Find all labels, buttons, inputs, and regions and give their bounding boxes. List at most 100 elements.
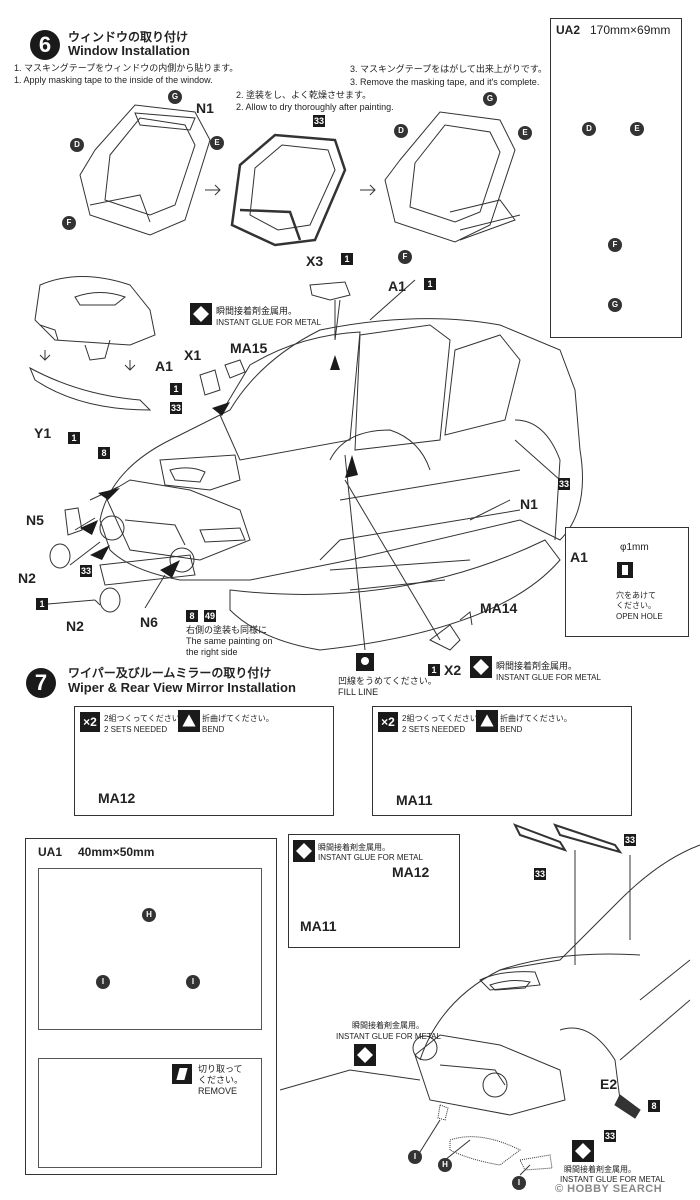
label-N5: N5 <box>26 512 44 528</box>
step-6-instr-3-jp: 3. マスキングテープをはがして出来上がりです。 <box>350 64 548 74</box>
ma11-bend-jp: 折曲げてください。 <box>500 714 572 723</box>
color-33-wiper-2: 33 <box>534 868 546 880</box>
ua1-remove-inset <box>38 1058 262 1168</box>
callout-F-3: F <box>398 250 412 264</box>
label-X2: X2 <box>444 662 462 678</box>
step-7-title-jp: ワイパー及びルームミラーの取り付け <box>68 666 272 680</box>
callout-I-car-2: I <box>512 1176 526 1190</box>
ma11-times-two: ×2 <box>378 712 398 732</box>
ua2-size: 170mm×69mm <box>590 23 671 37</box>
color-8-grille: 8 <box>98 447 110 459</box>
label-X3: X3 <box>306 253 324 269</box>
label-X1: X1 <box>184 347 202 363</box>
color-1-y1: 1 <box>68 432 80 444</box>
same-paint-en-2: the right side <box>186 647 238 657</box>
color-33-wiper-1: 33 <box>624 834 636 846</box>
glue-label-en-4: INSTANT GLUE FOR METAL <box>336 1032 441 1041</box>
ma12-sets-jp: 2組つくってください。 <box>104 714 188 723</box>
glue-diamond-icon-4 <box>354 1044 376 1066</box>
fill-line-jp: 凹線をうめてください。 <box>338 676 437 686</box>
remove-jp-2: ください。 <box>198 1075 244 1085</box>
glue-label-en-1: INSTANT GLUE FOR METAL <box>216 318 321 327</box>
step-7-title-en: Wiper & Rear View Mirror Installation <box>68 680 296 695</box>
step-6-title-jp: ウィンドウの取り付け <box>68 30 189 44</box>
ma12-bend-en: BEND <box>202 725 225 734</box>
label-A1-top: A1 <box>388 278 406 294</box>
same-paint-en-1: The same painting on <box>186 636 273 646</box>
glue-diamond-icon <box>190 303 212 325</box>
label-MA12-box: MA12 <box>98 790 136 806</box>
ua1-size: 40mm×50mm <box>78 845 155 859</box>
step-7-number: 7 <box>26 668 56 698</box>
glue-diamond-icon-5 <box>572 1140 594 1162</box>
color-1-x1: 1 <box>170 383 182 395</box>
callout-E-1: E <box>210 136 224 150</box>
ua1-callout-I-1: I <box>96 975 110 989</box>
step-6-title-en: Window Installation <box>68 43 190 58</box>
same-paint-jp: 右側の塗装も同様に <box>186 625 268 635</box>
ma12-times-two: ×2 <box>80 712 100 732</box>
hole-jp-1: 穴をあけて <box>616 591 656 600</box>
ua1-callout-I-2: I <box>186 975 200 989</box>
color-33-mirror: 33 <box>604 1130 616 1142</box>
glue-label-jp-3: 瞬間接着剤金属用。 <box>318 843 390 852</box>
label-N6: N6 <box>140 614 158 630</box>
color-8-mirror: 8 <box>648 1100 660 1112</box>
ma11-sets-en: 2 SETS NEEDED <box>402 725 466 734</box>
bend-icon-2 <box>476 710 498 732</box>
remove-icon <box>172 1064 192 1084</box>
callout-I-car-1: I <box>408 1150 422 1164</box>
label-MA14: MA14 <box>480 600 518 616</box>
ma11-sets-jp: 2組つくってください。 <box>402 714 486 723</box>
color-1-n2: 1 <box>36 598 48 610</box>
ua2-callout-E: E <box>630 122 644 136</box>
label-MA11-c: MA11 <box>300 918 337 934</box>
step-6-instr-2-en: 2. Allow to dry thoroughly after paintin… <box>236 102 394 112</box>
color-33-hood: 33 <box>170 402 182 414</box>
hole-inset-box <box>565 527 689 637</box>
step-6-instr-2-jp: 2. 塗装をし、よく乾燥させます。 <box>236 90 372 100</box>
hole-label-A1: A1 <box>570 549 588 565</box>
ua2-callout-G: G <box>608 298 622 312</box>
glue-diamond-icon-2 <box>470 656 492 678</box>
step-6-instr-3-en: 3. Remove the masking tape, and it's com… <box>350 77 540 87</box>
ma12-bend-jp: 折曲げてください。 <box>202 714 274 723</box>
label-E2: E2 <box>600 1076 618 1092</box>
label-N1-body: N1 <box>520 496 538 512</box>
label-MA15: MA15 <box>230 340 268 356</box>
color-33-light: 33 <box>80 565 92 577</box>
ua2-callout-D: D <box>582 122 596 136</box>
ua2-decal-box <box>550 18 682 338</box>
glue-label-jp-2: 瞬間接着剤金属用。 <box>496 661 578 671</box>
hole-en: OPEN HOLE <box>616 612 663 621</box>
wiper-glue-box <box>288 834 460 948</box>
label-MA12-c: MA12 <box>392 864 430 880</box>
callout-F-1: F <box>62 216 76 230</box>
color-1-x2: 1 <box>428 664 440 676</box>
step-6-number: 6 <box>30 30 60 60</box>
label-Y1: Y1 <box>34 425 52 441</box>
callout-D-3: D <box>394 124 408 138</box>
color-33-side: 33 <box>558 478 570 490</box>
hole-diameter: φ1mm <box>620 542 649 553</box>
ma11-bend-box <box>372 706 632 816</box>
ua2-title: UA2 <box>556 23 581 37</box>
glue-label-jp-5: 瞬間接着剤金属用。 <box>564 1165 636 1174</box>
label-N1-top: N1 <box>196 100 214 116</box>
glue-label-en-2: INSTANT GLUE FOR METAL <box>496 673 601 682</box>
step-6-instr-1-jp: 1. マスキングテープをウィンドウの内側から貼ります。 <box>14 63 239 73</box>
ma11-bend-en: BEND <box>500 725 523 734</box>
callout-E-3: E <box>518 126 532 140</box>
glue-label-jp-4: 瞬間接着剤金属用。 <box>352 1021 424 1030</box>
glue-label-jp-1: 瞬間接着剤金属用。 <box>216 306 298 316</box>
callout-D-1: D <box>70 138 84 152</box>
color-49-front: 49 <box>204 610 216 622</box>
remove-jp-1: 切り取って <box>198 1064 243 1074</box>
color-1-a1: 1 <box>424 278 436 290</box>
fill-line-icon <box>356 653 374 671</box>
remove-en: REMOVE <box>198 1086 238 1096</box>
ua2-callout-F: F <box>608 238 622 252</box>
glue-label-en-5: INSTANT GLUE FOR METAL <box>560 1175 665 1184</box>
glue-diamond-icon-3 <box>293 840 315 862</box>
callout-H-car: H <box>438 1158 452 1172</box>
